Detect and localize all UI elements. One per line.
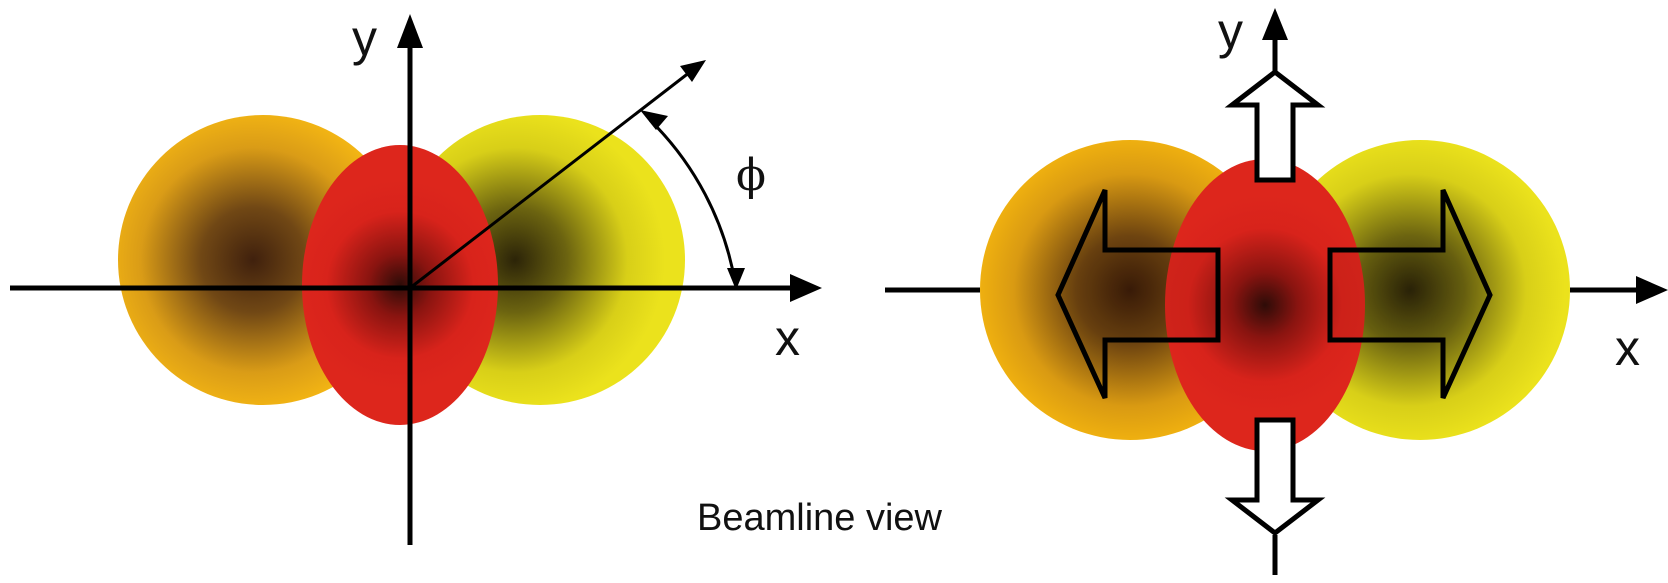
left-panel: y x ϕ	[10, 10, 822, 545]
x-axis-arrowhead	[790, 274, 822, 302]
angle-arc-arrowhead-top	[640, 110, 668, 130]
angle-phi-label: ϕ	[736, 150, 766, 201]
left-y-label: y	[352, 10, 377, 66]
right-panel: y x	[885, 3, 1668, 575]
right-y-label: y	[1218, 3, 1243, 59]
caption-beamline-view: Beamline view	[697, 497, 943, 539]
left-x-label: x	[775, 310, 800, 366]
y-axis-arrowhead	[397, 14, 423, 48]
overlap-region	[302, 145, 498, 425]
x-axis-arrowhead-2	[1636, 276, 1668, 304]
angle-ray-arrowhead	[680, 60, 706, 82]
y-axis-arrowhead-2	[1262, 8, 1288, 40]
right-x-label: x	[1615, 320, 1640, 376]
